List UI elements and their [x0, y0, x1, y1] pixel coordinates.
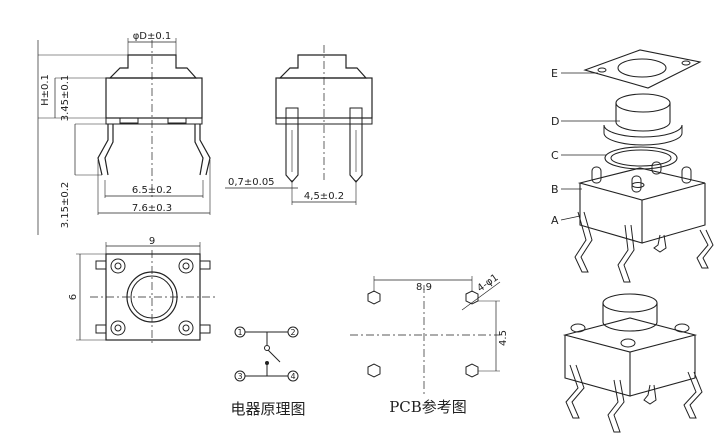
side-pin-width-dim: 0,7±0.05 — [228, 177, 275, 188]
pcb-caption: PCB参考图 — [389, 398, 467, 416]
pcb-x-dim: 8.9 — [416, 282, 432, 293]
assembled-view — [562, 293, 703, 433]
front-pin-length-dim: 3.15±0.2 — [60, 182, 71, 229]
pcb-footprint: 8.9 4.5 4-φ1 PCB参考图 — [350, 272, 509, 416]
schematic-pin-2: 2 — [290, 328, 295, 337]
top-view: 9 6 — [68, 236, 215, 345]
exploded-view: E D C B A — [551, 49, 714, 283]
pcb-y-dim: 4.5 — [498, 330, 509, 346]
front-view: φD±0.1 H±0.1 3.45±0.1 3.15±0.2 6.5±0.2 7… — [37, 31, 211, 235]
schematic-pin-4: 4 — [290, 372, 295, 381]
front-height-dim: H±0.1 — [40, 74, 51, 106]
schematic: 1 2 3 4 电器原理图 — [230, 326, 306, 418]
part-label-d: D — [551, 115, 559, 128]
part-label-e: E — [551, 67, 558, 80]
schematic-pin-1: 1 — [237, 328, 242, 337]
schematic-pin-3: 3 — [237, 372, 242, 381]
front-body-height-dim: 3.45±0.1 — [60, 75, 71, 122]
part-label-c: C — [551, 149, 559, 162]
front-pin-span-inner-dim: 6.5±0.2 — [132, 185, 172, 196]
part-label-a: A — [551, 214, 559, 227]
front-diameter-dim: φD±0.1 — [133, 31, 172, 42]
top-height-dim: 6 — [68, 294, 79, 300]
schematic-caption: 电器原理图 — [230, 400, 305, 418]
front-pin-span-outer-dim: 7.6±0.3 — [132, 203, 172, 214]
top-width-dim: 9 — [149, 236, 155, 247]
side-view: 0,7±0.05 4,5±0.2 — [225, 45, 373, 205]
part-label-b: B — [551, 183, 559, 196]
side-pin-pitch-dim: 4,5±0.2 — [304, 191, 344, 202]
